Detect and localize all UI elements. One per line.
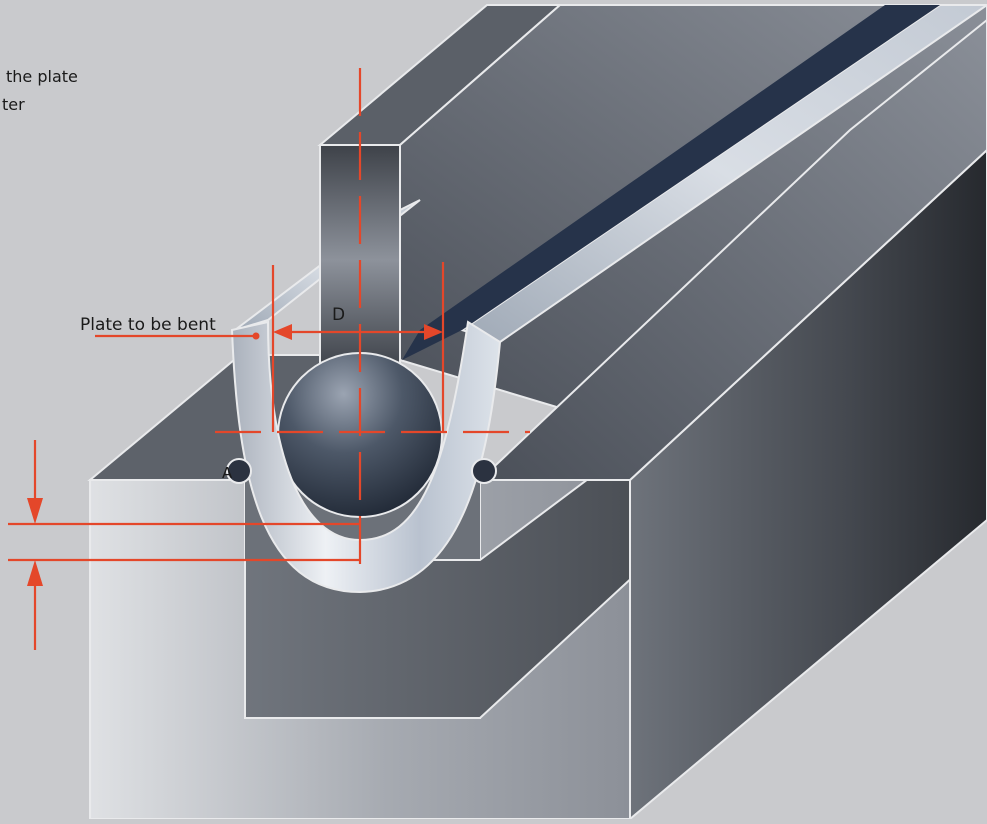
support-roller-right (471, 458, 497, 484)
diameter-arrow-left (273, 324, 292, 340)
support-roller-left (226, 458, 252, 484)
dimension-arrows (27, 324, 443, 586)
displacement-arrow-down (27, 498, 43, 524)
diameter-arrow-right (424, 324, 443, 340)
plate-leader-dot (252, 332, 260, 340)
groove-dark-channel (402, 5, 940, 360)
corner-text-line1: the plate (6, 67, 78, 86)
point-a-label: A (222, 464, 233, 482)
corner-text-line2: ter (2, 95, 25, 114)
die-top-right (477, 18, 987, 481)
dimension-lines (8, 68, 530, 650)
diameter-label: D (332, 305, 345, 325)
displacement-arrow-up (27, 560, 43, 586)
plate-label: Plate to be bent (80, 315, 216, 335)
